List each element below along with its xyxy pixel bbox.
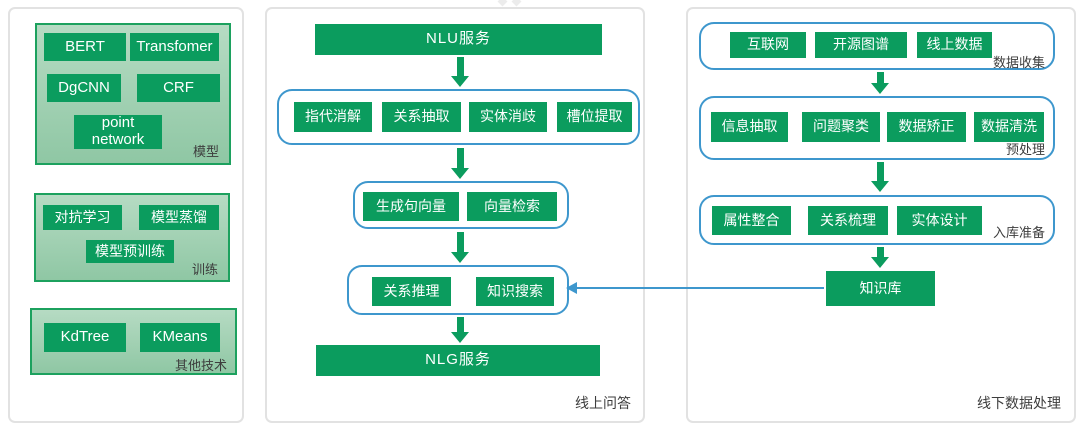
preprocessing-label: 预处理 (1005, 142, 1045, 157)
node-kdtree: KdTree (44, 323, 126, 352)
panel-offline-data: 互联网 开源图谱 线上数据 数据收集 信息抽取 问题聚类 数据矫正 数据清洗 预… (686, 7, 1076, 423)
node-online-data: 线上数据 (917, 32, 992, 58)
node-question-clustering: 问题聚类 (802, 112, 880, 142)
node-data-cleaning: 数据清洗 (974, 112, 1044, 142)
node-dgcnn: DgCNN (47, 74, 121, 102)
panel-online-qa: NLU服务 指代消解 关系抽取 实体消歧 槽位提取 生成句向量 向量检索 关系推… (265, 7, 645, 423)
node-nlg-service: NLG服务 (316, 345, 600, 376)
node-vector-retrieval: 向量检索 (467, 192, 557, 221)
watermark-dot (497, 0, 508, 7)
node-knowledge-base: 知识库 (826, 271, 935, 306)
node-model-pretraining: 模型预训练 (86, 240, 174, 263)
model-section-label: 模型 (192, 144, 219, 159)
node-open-source-graph: 开源图谱 (815, 32, 907, 58)
node-point-network: point network (74, 114, 162, 149)
training-section: 对抗学习 模型蒸馏 模型预训练 训练 (34, 193, 230, 282)
reasoning-group: 关系推理 知识搜索 (347, 265, 569, 315)
watermark-dot (511, 0, 522, 7)
arrow-down-icon (451, 57, 469, 87)
node-relation-reasoning: 关系推理 (372, 277, 451, 306)
arrow-left-icon (566, 282, 577, 294)
arrow-down-icon (451, 232, 469, 263)
node-entity-disambiguation: 实体消歧 (469, 102, 547, 132)
node-relation-organizing: 关系梳理 (808, 206, 888, 235)
node-sentence-vector-generation: 生成句向量 (363, 192, 459, 221)
model-section: BERT Transfomer DgCNN CRF point network … (35, 23, 231, 165)
warehouse-prep-label: 入库准备 (992, 225, 1045, 240)
node-transfomer: Transfomer (130, 33, 219, 61)
node-data-correction: 数据矫正 (887, 112, 966, 142)
panel-models-tech: BERT Transfomer DgCNN CRF point network … (8, 7, 244, 423)
warehouse-prep-group: 属性整合 关系梳理 实体设计 入库准备 (699, 195, 1055, 245)
node-knowledge-search: 知识搜索 (476, 277, 554, 306)
arrow-down-icon (871, 162, 889, 192)
node-relation-extraction: 关系抽取 (382, 102, 461, 132)
node-kmeans: KMeans (140, 323, 220, 352)
node-attribute-integration: 属性整合 (712, 206, 791, 235)
data-collection-label: 数据收集 (992, 55, 1045, 70)
arrow-down-icon (451, 317, 469, 343)
data-collection-group: 互联网 开源图谱 线上数据 数据收集 (699, 22, 1055, 70)
other-tech-section-label: 其他技术 (174, 358, 227, 373)
arrow-down-icon (871, 247, 889, 268)
node-internet: 互联网 (730, 32, 806, 58)
node-nlu-service: NLU服务 (315, 24, 602, 55)
vector-group: 生成句向量 向量检索 (353, 181, 569, 229)
offline-processing-label: 线下数据处理 (977, 395, 1061, 411)
node-slot-extraction: 槽位提取 (557, 102, 632, 132)
nlu-tasks-group: 指代消解 关系抽取 实体消歧 槽位提取 (277, 89, 640, 145)
node-crf: CRF (137, 74, 220, 102)
node-adversarial-learning: 对抗学习 (43, 205, 122, 230)
arrow-down-icon (871, 72, 889, 94)
training-section-label: 训练 (191, 262, 218, 277)
node-info-extraction: 信息抽取 (711, 112, 788, 142)
online-qa-label: 线上问答 (575, 395, 631, 411)
knowledge-base-connector-line (576, 287, 824, 289)
node-bert: BERT (44, 33, 126, 61)
arrow-down-icon (451, 148, 469, 179)
preprocessing-group: 信息抽取 问题聚类 数据矫正 数据清洗 预处理 (699, 96, 1055, 160)
other-tech-section: KdTree KMeans 其他技术 (30, 308, 237, 375)
node-model-distillation: 模型蒸馏 (139, 205, 219, 230)
node-coreference-resolution: 指代消解 (294, 102, 372, 132)
node-entity-design: 实体设计 (897, 206, 982, 235)
